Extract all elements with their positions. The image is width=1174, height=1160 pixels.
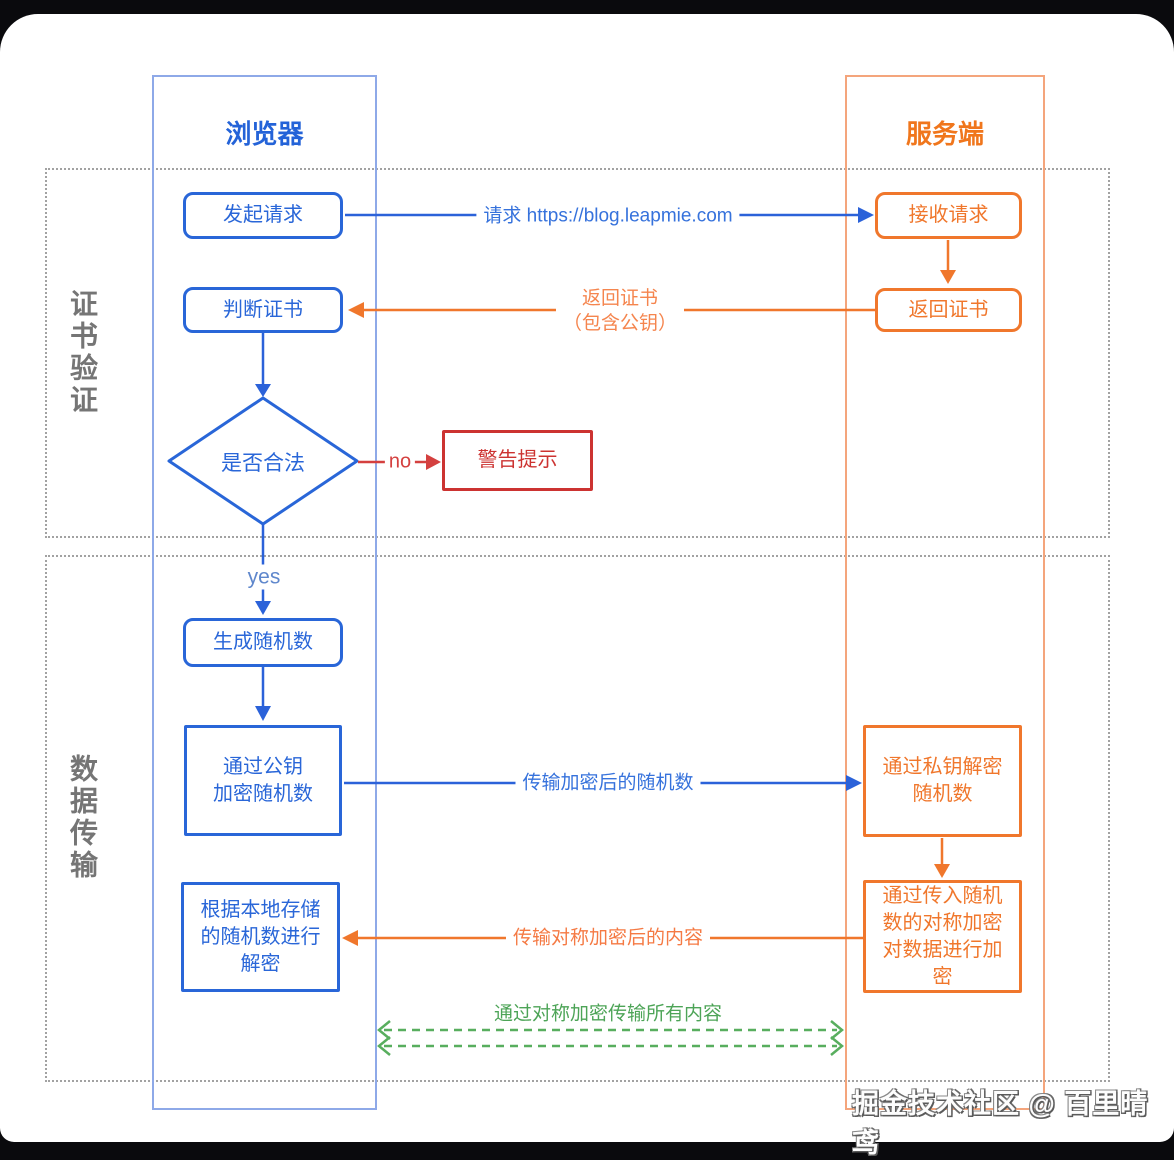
node-generate-random: 生成随机数	[183, 618, 343, 667]
node-judge-cert: 判断证书	[183, 287, 343, 333]
region-cert-verify	[45, 168, 1110, 538]
node-local-decrypt: 根据本地存储 的随机数进行 解密	[181, 882, 340, 992]
lane-title-server: 服务端	[905, 119, 984, 149]
arrow-gen-to-encrypt	[255, 667, 271, 721]
edge-label-return-cert: 返回证书 （包含公钥）	[555, 286, 685, 336]
region-data-transfer	[45, 555, 1110, 1082]
watermark: 掘金技术社区 @ 百里晴鸢	[852, 1089, 1149, 1158]
section-label-data-transfer: 数据传输	[67, 754, 98, 882]
arrow-yes	[255, 524, 271, 615]
node-warning: 警告提示	[442, 430, 593, 491]
edge-label-transmit-encrypted-random: 传输加密后的随机数	[515, 770, 701, 796]
arrow-judge-to-diamond	[255, 333, 271, 397]
arrow-receive-to-return	[940, 240, 956, 284]
node-encrypt-with-public-key: 通过公钥 加密随机数	[184, 725, 342, 836]
arrow-decrypt-to-symenc	[934, 838, 950, 878]
arrow-symmetric-channel	[377, 1020, 844, 1056]
edge-label-request-url: 请求 https://blog.leapmie.com	[476, 203, 740, 229]
edge-label-yes: yes	[242, 564, 286, 590]
node-receive-request: 接收请求	[875, 192, 1022, 239]
lane-server: 服务端	[845, 75, 1045, 1110]
node-initiate-request: 发起请求	[183, 192, 343, 239]
lane-browser: 浏览器	[152, 75, 377, 1110]
node-symmetric-encrypt: 通过传入随机 数的对称加密 对数据进行加 密	[863, 880, 1022, 993]
node-is-valid-label: 是否合法	[221, 452, 305, 475]
node-decrypt-with-private-key: 通过私钥解密 随机数	[863, 725, 1022, 837]
lane-title-browser: 浏览器	[225, 119, 304, 149]
edge-label-transmit-symmetric-content: 传输对称加密后的内容	[505, 925, 711, 951]
edge-label-symmetric-all-content: 通过对称加密传输所有内容	[493, 1003, 723, 1025]
section-label-cert-verify: 证书验证	[67, 289, 98, 417]
edge-label-no: no	[384, 449, 416, 475]
node-return-cert: 返回证书	[875, 288, 1022, 332]
